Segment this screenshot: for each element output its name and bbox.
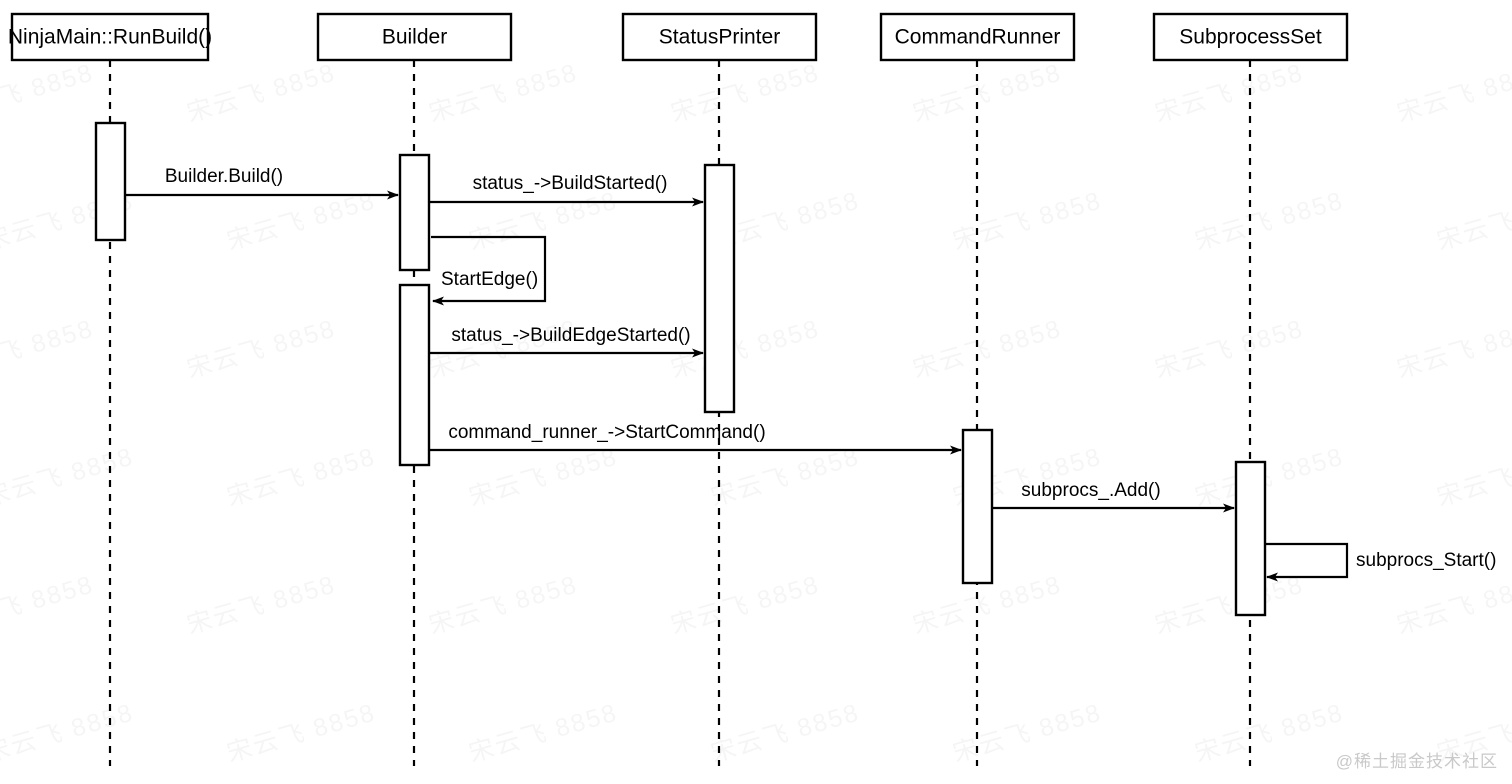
message-label-msg-7: subprocs_Start() — [1356, 550, 1496, 571]
message-msg-6[interactable]: subprocs_.Add() — [993, 480, 1235, 513]
message-arrow-msg-7 — [1265, 542, 1349, 582]
participant-commandrunner[interactable]: CommandRunner — [879, 12, 1076, 62]
message-label-msg-5: command_runner_->StartCommand() — [448, 422, 765, 443]
message-msg-7[interactable]: subprocs_Start() — [1265, 542, 1496, 582]
activation-bar-commandrunner — [961, 428, 994, 585]
activation-bar-subprocessset — [1234, 460, 1267, 617]
participant-box-builder — [316, 12, 513, 62]
message-msg-3[interactable]: StartEdge() — [431, 235, 547, 306]
participant-boxes-group: NinjaMain::RunBuild() Builder StatusPrinte… — [8, 12, 1349, 62]
activation-bars-group — [94, 121, 1267, 617]
participant-box-subprocessset — [1152, 12, 1349, 62]
corner-watermark: @稀土掘金技术社区 — [1335, 752, 1498, 771]
participant-box-commandrunner — [879, 12, 1076, 62]
message-msg-4[interactable]: status_->BuildEdgeStarted() — [430, 325, 704, 358]
message-label-msg-6: subprocs_.Add() — [1021, 480, 1160, 501]
participant-statusprinter[interactable]: StatusPrinter — [621, 12, 818, 62]
message-label-msg-4: status_->BuildEdgeStarted() — [451, 325, 690, 346]
activation-bar-ninjamain — [94, 121, 127, 242]
participant-box-statusprinter — [621, 12, 818, 62]
message-msg-2[interactable]: status_->BuildStarted() — [430, 173, 704, 207]
participant-label-statusprinter: StatusPrinter — [659, 26, 780, 49]
participant-label-builder: Builder — [382, 26, 447, 49]
participant-subprocessset[interactable]: SubprocessSet — [1152, 12, 1349, 62]
message-label-msg-3: StartEdge() — [441, 269, 538, 290]
message-msg-1[interactable]: Builder.Build() — [125, 166, 399, 200]
participant-label-commandrunner: CommandRunner — [895, 26, 1061, 49]
message-label-msg-1: Builder.Build() — [165, 166, 283, 187]
participant-ninjamain[interactable]: NinjaMain::RunBuild() — [8, 12, 212, 62]
participant-builder[interactable]: Builder — [316, 12, 513, 62]
message-label-msg-2: status_->BuildStarted() — [473, 173, 668, 194]
participant-label-subprocessset: SubprocessSet — [1179, 26, 1322, 49]
participant-label-ninjamain: NinjaMain::RunBuild() — [8, 26, 212, 49]
activation-bar-builder — [398, 283, 431, 467]
message-msg-5[interactable]: command_runner_->StartCommand() — [430, 422, 962, 455]
messages-group: Builder.Build() status_->BuildStarted() St… — [125, 166, 1496, 582]
message-arrow-msg-3 — [431, 235, 547, 306]
activation-bar-statusprinter — [703, 163, 736, 414]
participant-box-ninjamain — [10, 12, 210, 62]
activation-bar-builder — [398, 153, 431, 272]
